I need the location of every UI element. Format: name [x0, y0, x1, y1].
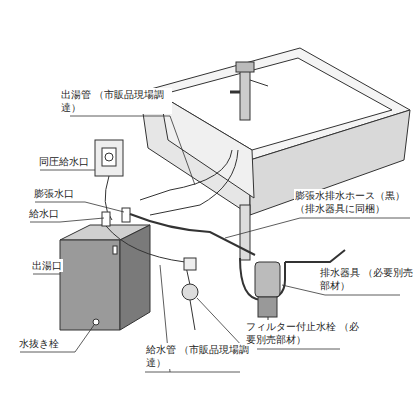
- callout-label: 出湯口: [31, 259, 63, 272]
- callout-label: 膨張水排水ホース（黒） （排水器具に同梱）: [294, 189, 416, 215]
- callout-label: 出湯管 （市販品現場調達）: [60, 88, 172, 114]
- callout-label: 水抜き栓: [18, 337, 60, 350]
- callout-label: 膨張水口: [33, 187, 75, 200]
- callout-label: 同圧給水口: [38, 155, 90, 168]
- callout-label: 給水口: [28, 207, 60, 220]
- callout-label: 給水管 （市販品現場調達）: [145, 343, 257, 369]
- callout-label: 排水器具 （必要別売部材）: [319, 266, 416, 292]
- callout-label: フィルター付止水栓 （必要別売部材）: [245, 320, 367, 346]
